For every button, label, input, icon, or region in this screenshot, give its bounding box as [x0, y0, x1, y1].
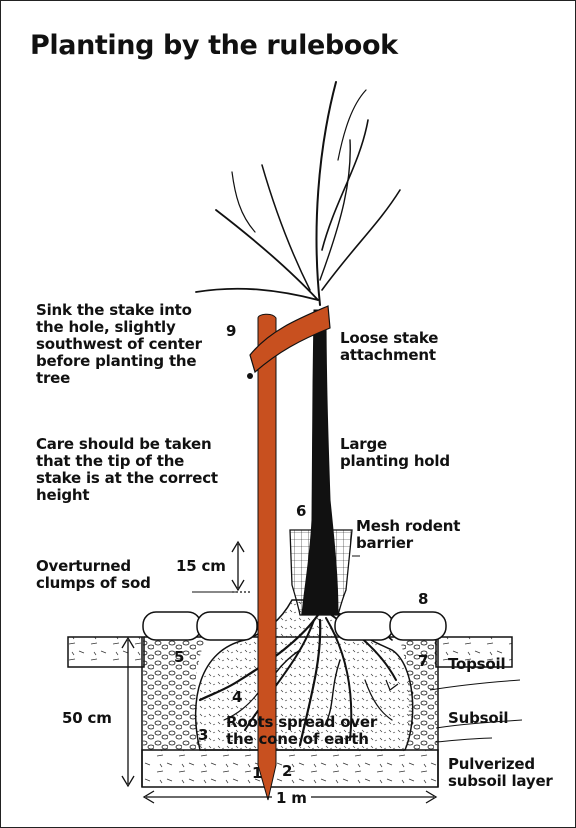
label-line: Overturned	[36, 558, 151, 575]
label-line: Mesh rodent	[356, 518, 460, 535]
label-stake-placement: Sink the stake into the hole, slightly s…	[36, 302, 202, 387]
label-subsoil: Subsoil	[448, 710, 508, 727]
step-number-8: 8	[418, 590, 428, 608]
label-roots-spread: Roots spread over the cone of earth	[226, 714, 377, 748]
label-line: Care should be taken	[36, 436, 218, 453]
label-line: Loose stake	[340, 330, 438, 347]
step-number-2: 2	[282, 762, 292, 780]
step-number-1: 1	[252, 764, 262, 782]
label-1m: 1 m	[272, 790, 311, 807]
label-line: Roots spread over	[226, 714, 377, 731]
label-line: stake is at the correct	[36, 470, 218, 487]
label-line: tree	[36, 370, 202, 387]
step-number-6: 6	[296, 502, 306, 520]
label-line: height	[36, 487, 218, 504]
label-line: planting hold	[340, 453, 450, 470]
label-line: barrier	[356, 535, 460, 552]
label-line: subsoil layer	[448, 773, 553, 790]
step-number-9: 9	[226, 322, 236, 340]
label-stake-tip-care: Care should be taken that the tip of the…	[36, 436, 218, 504]
label-line: attachment	[340, 347, 438, 364]
label-planting-hole: Large planting hold	[340, 436, 450, 470]
label-line: Large	[340, 436, 450, 453]
label-mesh-barrier: Mesh rodent barrier	[356, 518, 460, 552]
label-line: Pulverized	[448, 756, 553, 773]
label-line: clumps of sod	[36, 575, 151, 592]
label-line: southwest of center	[36, 336, 202, 353]
label-15cm: 15 cm	[176, 558, 226, 575]
tree-trunk	[302, 310, 338, 615]
label-50cm: 50 cm	[62, 710, 112, 727]
step-number-7: 7	[418, 652, 428, 670]
label-pulverized-layer: Pulverized subsoil layer	[448, 756, 553, 790]
label-line: the cone of earth	[226, 731, 377, 748]
dimension-15cm	[232, 542, 250, 592]
step-number-5: 5	[174, 648, 184, 666]
label-loose-attachment: Loose stake attachment	[340, 330, 438, 364]
label-line: Sink the stake into	[36, 302, 202, 319]
step-number-3: 3	[198, 726, 208, 744]
label-topsoil: Topsoil	[448, 656, 505, 673]
label-line: before planting the	[36, 353, 202, 370]
label-overturned-sod: Overturned clumps of sod	[36, 558, 151, 592]
step-number-4: 4	[232, 688, 242, 706]
tree-branches	[196, 82, 400, 305]
label-line: the hole, slightly	[36, 319, 202, 336]
label-line: that the tip of the	[36, 453, 218, 470]
